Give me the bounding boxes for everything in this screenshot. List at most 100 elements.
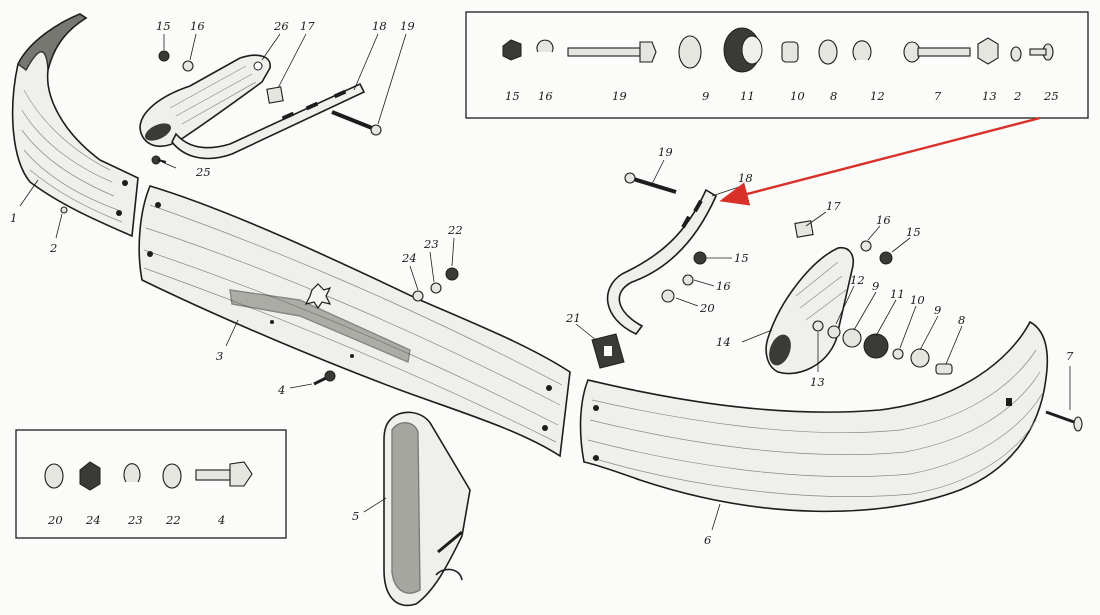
nut-22 xyxy=(445,267,459,281)
kit-lockwasher-23 xyxy=(123,463,141,483)
right-strap xyxy=(606,188,718,336)
label-3: 3 xyxy=(216,349,223,363)
right-bumper-end xyxy=(579,320,1049,513)
kit-bottom-label-24: 24 xyxy=(85,513,101,527)
left-strap xyxy=(171,82,366,160)
label-18-left: 18 xyxy=(372,19,387,33)
right-mounting-bracket xyxy=(765,220,854,375)
rubber-block-21 xyxy=(591,333,625,369)
kit-top-label-12: 12 xyxy=(870,89,885,103)
label-9-right: 9 xyxy=(872,279,879,293)
nut-15-right-upper xyxy=(879,251,893,265)
label-16-left: 16 xyxy=(190,19,205,33)
label-12-right: 12 xyxy=(850,273,865,287)
kit-bottom-label-22: 22 xyxy=(165,513,181,527)
kit-top-label-10: 10 xyxy=(790,89,805,103)
label-15-left: 15 xyxy=(156,19,171,33)
kit-bolt-7 xyxy=(903,41,971,63)
label-9b-right: 9 xyxy=(934,303,941,317)
hardware-kit-top-frame xyxy=(465,11,1089,119)
hardware-kit-bottom-frame xyxy=(15,429,287,539)
label-2: 2 xyxy=(49,241,57,255)
label-22: 22 xyxy=(447,223,463,237)
kit-top-label-8: 8 xyxy=(830,89,837,103)
bumper-guard xyxy=(383,411,471,607)
screw-25-left xyxy=(151,155,167,165)
label-16-right-upper: 16 xyxy=(876,213,891,227)
kit-top-label-9: 9 xyxy=(702,89,709,103)
part-labels: 1 2 3 4 5 6 7 25 15 16 26 17 18 19 24 23… xyxy=(10,19,1074,547)
kit-washer-9 xyxy=(678,35,702,69)
kit-lockwasher-12 xyxy=(852,40,872,61)
label-19-left: 19 xyxy=(400,19,415,33)
nut-15-left xyxy=(158,50,170,62)
label-6: 6 xyxy=(704,533,711,547)
bolt-7 xyxy=(1045,410,1083,432)
label-11-right: 11 xyxy=(890,287,905,301)
bolt-4 xyxy=(313,370,336,386)
kit-washer-20 xyxy=(44,463,64,489)
kit-top-label-7: 7 xyxy=(934,89,942,103)
kit-nut-13 xyxy=(977,37,999,65)
kit-washer-22 xyxy=(162,463,182,489)
label-17-left: 17 xyxy=(300,19,315,33)
label-26: 26 xyxy=(273,19,289,33)
label-18-right: 18 xyxy=(738,171,753,185)
label-15-right: 15 xyxy=(734,251,749,265)
label-8-right: 8 xyxy=(958,313,965,327)
kit-washer-2 xyxy=(1010,46,1022,62)
washer-23 xyxy=(430,282,442,294)
hardware-kit-top xyxy=(502,27,1054,73)
kit-sleeve-10 xyxy=(781,41,799,63)
label-20-right: 20 xyxy=(699,301,715,315)
kit-top-label-11: 11 xyxy=(740,89,755,103)
kit-nut-15 xyxy=(502,39,522,61)
label-7: 7 xyxy=(1066,349,1074,363)
label-23: 23 xyxy=(423,237,439,251)
kit-top-label-15: 15 xyxy=(505,89,520,103)
label-14: 14 xyxy=(716,335,731,349)
kit-top-label-2: 2 xyxy=(1013,89,1021,103)
kit-nut-24 xyxy=(79,461,101,491)
left-bolt-19 xyxy=(331,110,382,136)
washer-20-right xyxy=(661,289,675,303)
washer-16-right-upper xyxy=(860,240,872,252)
center-bumper-bar xyxy=(138,185,571,458)
washer-16-right xyxy=(682,274,694,286)
kit-bolt-19 xyxy=(567,41,657,63)
kit-top-label-16: 16 xyxy=(538,89,553,103)
left-mounting-bracket xyxy=(139,54,271,148)
kit-buffer-11 xyxy=(723,27,763,73)
left-bumper-end xyxy=(11,13,139,238)
kit-lockwasher-16 xyxy=(536,39,554,53)
label-16-right: 16 xyxy=(716,279,731,293)
washer-2-left xyxy=(60,206,68,214)
label-25: 25 xyxy=(195,165,211,179)
label-17-right: 17 xyxy=(826,199,841,213)
label-1: 1 xyxy=(10,211,17,225)
label-15-right-upper: 15 xyxy=(906,225,921,239)
label-4: 4 xyxy=(277,383,285,397)
label-21: 21 xyxy=(565,311,581,325)
kit-top-label-19: 19 xyxy=(612,89,627,103)
washer-16-left xyxy=(182,60,194,72)
hardware-kit-bottom xyxy=(44,461,253,491)
kit-bolt-4 xyxy=(195,461,253,487)
kit-bottom-label-4: 4 xyxy=(217,513,225,527)
washer-24 xyxy=(412,290,424,302)
kit-screw-25 xyxy=(1029,43,1054,61)
kit-bottom-label-20: 20 xyxy=(47,513,63,527)
kit-washer-8 xyxy=(818,39,838,65)
kit-top-labels: 15 16 19 9 11 10 8 12 7 13 2 25 xyxy=(505,89,1059,103)
label-24: 24 xyxy=(401,251,417,265)
leader-lines xyxy=(19,33,1071,531)
kit-bottom-label-23: 23 xyxy=(127,513,143,527)
nut-15-right-lower xyxy=(693,251,707,265)
kit-top-label-25: 25 xyxy=(1043,89,1059,103)
right-buffer-stack xyxy=(812,320,953,375)
kit-top-label-13: 13 xyxy=(982,89,997,103)
label-10-right: 10 xyxy=(910,293,925,307)
label-5: 5 xyxy=(352,509,359,523)
